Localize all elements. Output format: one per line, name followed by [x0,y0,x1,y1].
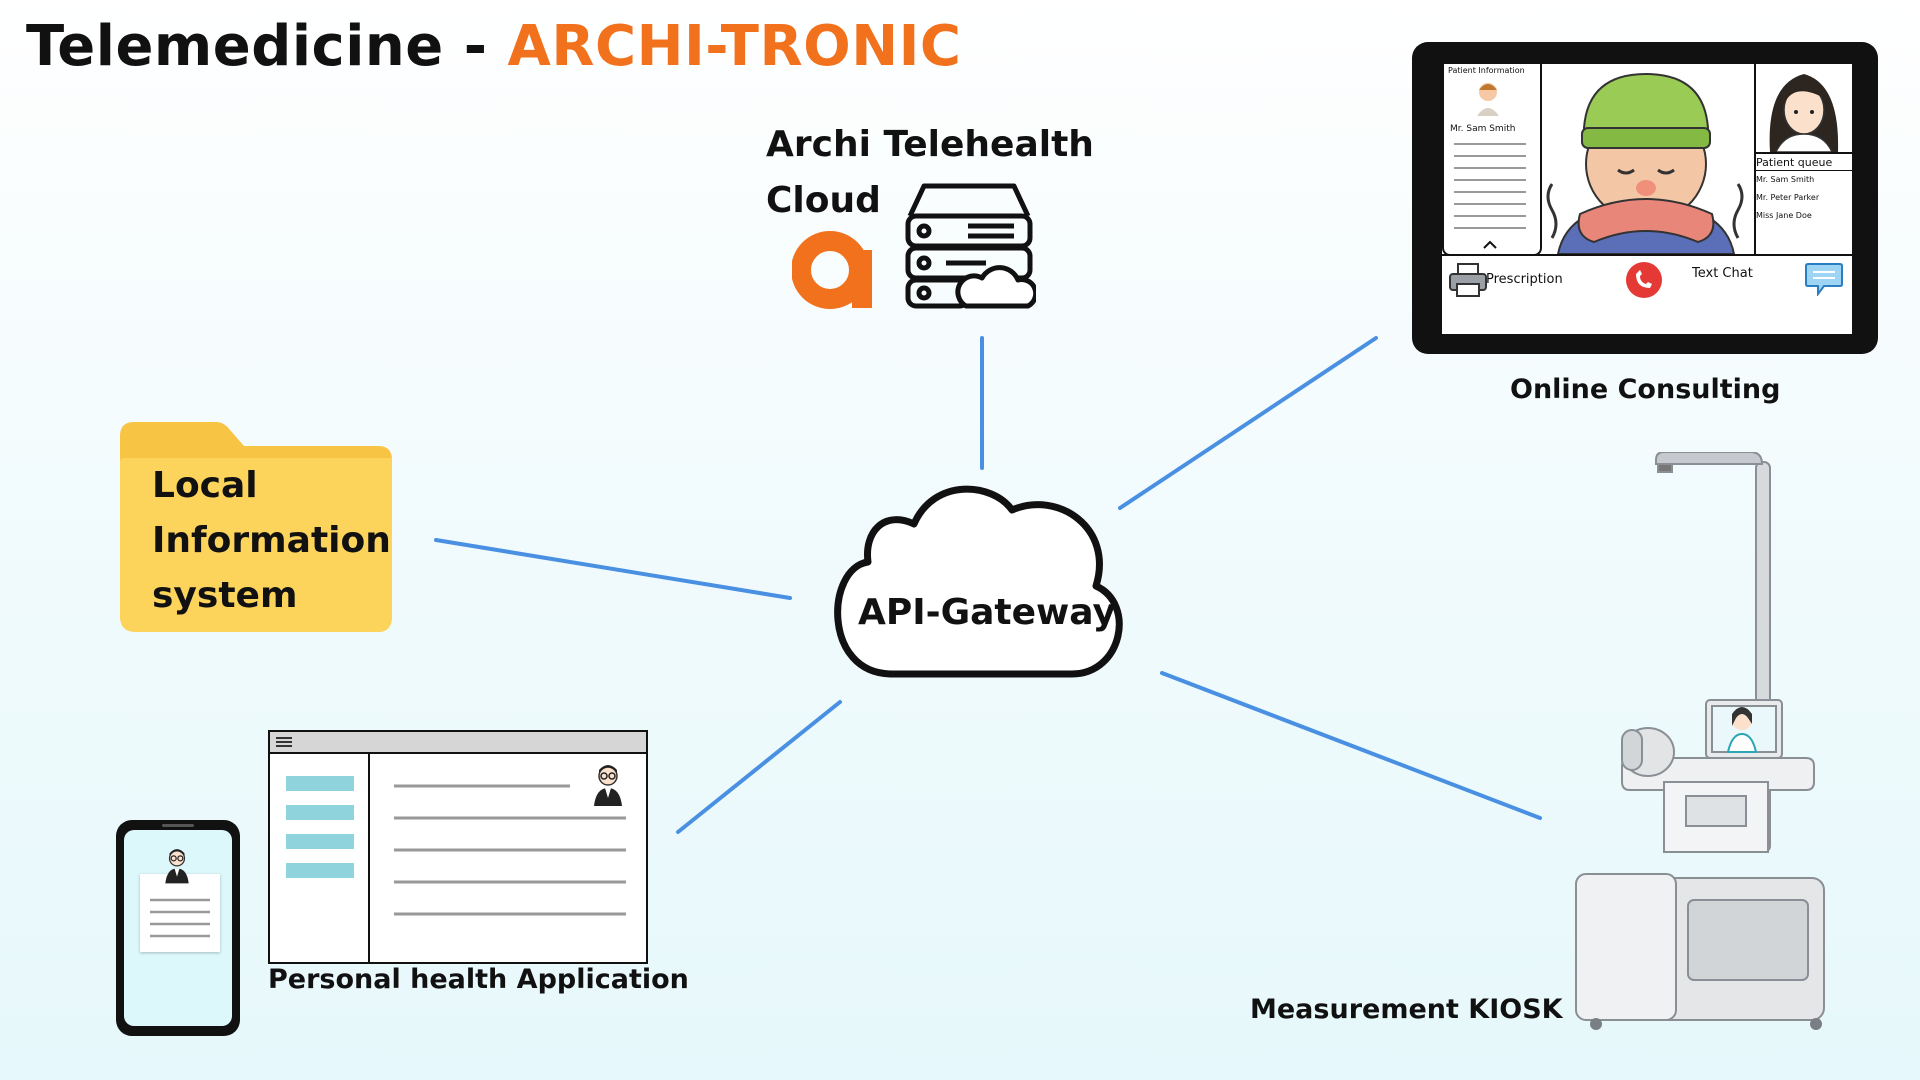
kiosk-illustration [1575,452,1825,1030]
local-system-line: Information [152,520,391,561]
app-content-lines [394,784,626,916]
phone-profile-card [140,874,220,952]
end-call-button[interactable] [1624,260,1664,300]
phone-frame [116,820,240,1036]
link-gateway-kiosk [1160,671,1542,820]
app-window [268,730,648,964]
queue-item[interactable]: Mr. Sam Smith [1756,175,1815,184]
printer-icon [1449,263,1487,297]
app-window-titlebar [270,732,646,754]
tablet-frame: Patient Information Mr. Sam Smith [1412,42,1878,354]
personal-app-label: Personal health Application [268,964,689,995]
kiosk-label: Measurement KIOSK [1250,994,1563,1025]
tablet-screen: Patient Information Mr. Sam Smith [1442,64,1852,334]
archi-a-logo-icon [792,231,872,309]
phone-avatar-icon [165,849,189,884]
patient-queue-title: Patient queue [1756,156,1833,169]
patient-video [1538,64,1756,254]
local-system-line: system [152,575,298,616]
patient-info-lines [1454,143,1526,249]
menu-icon[interactable] [276,736,292,748]
title-brand: ARCHI-TRONIC [507,14,962,79]
phone-card-lines [150,898,210,938]
title-main: Telemedicine - [26,14,508,79]
phone-speaker [162,824,194,827]
patient-info-title: Patient Information [1448,66,1525,75]
user-avatar-icon [594,765,622,806]
patient-queue-panel: Patient queue Mr. Sam Smith Mr. Peter Pa… [1754,154,1852,254]
patient-avatar-icon [1477,83,1499,116]
queue-divider [1754,170,1852,171]
patient-info-panel: Patient Information Mr. Sam Smith [1442,64,1542,256]
prescription-button[interactable]: Prescription [1486,272,1563,287]
text-chat-button[interactable]: Text Chat [1692,266,1753,281]
app-sidebar-divider [368,754,370,962]
gateway-label: API-Gateway [858,592,1116,633]
online-consulting-label: Online Consulting [1510,374,1781,405]
app-nav-item[interactable] [286,776,354,791]
local-system-line: Local [152,465,258,506]
doctor-video [1754,64,1852,154]
cloud-title-line1: Archi Telehealth [766,124,1094,165]
local-system-label: Local Information system [152,458,391,623]
app-nav-item[interactable] [286,834,354,849]
page-title: Telemedicine - ARCHI-TRONIC [26,14,962,79]
doctor-illustration [1769,74,1839,152]
link-gateway-app [676,700,842,834]
cloud-title-line2: Cloud [766,180,881,221]
folder-icon [120,422,392,632]
chat-bubble-icon[interactable] [1804,260,1844,296]
link-gateway-consulting [1118,336,1378,510]
server-cloud-icon [905,183,1036,309]
phone-screen [124,830,232,1026]
queue-item[interactable]: Miss Jane Doe [1756,211,1812,220]
api-gateway-cloud-icon [834,485,1123,678]
patient-name: Mr. Sam Smith [1450,124,1516,134]
sick-patient-illustration [1546,72,1744,254]
tablet-toolbar: Prescription Text Chat [1442,254,1852,336]
app-nav-item[interactable] [286,863,354,878]
queue-item[interactable]: Mr. Peter Parker [1756,193,1820,202]
app-nav-item[interactable] [286,805,354,820]
link-gateway-local [434,538,792,600]
